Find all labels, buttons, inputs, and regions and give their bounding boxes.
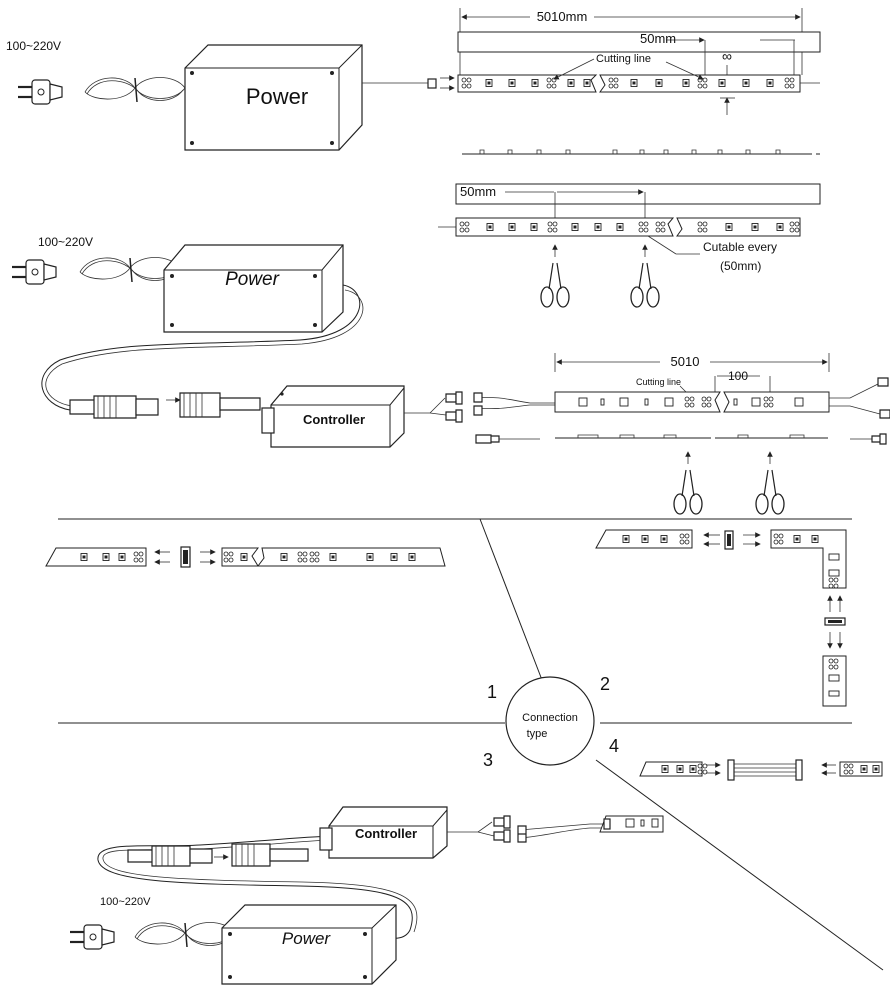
controller-label-2: Controller bbox=[355, 826, 417, 841]
scissors-icon-2 bbox=[631, 245, 659, 307]
led-strip-2 bbox=[438, 217, 801, 237]
voltage-label-1: 100~220V bbox=[6, 39, 61, 53]
cutable-every-label: Cutable every bbox=[703, 240, 777, 254]
quadrant-label-2: 2 bbox=[600, 674, 610, 694]
strip-side-profile-1 bbox=[462, 149, 820, 155]
cutable-interval-label: (50mm) bbox=[720, 259, 761, 273]
segment-dimension-50mm-2: 50mm bbox=[460, 184, 496, 199]
power-label-1: Power bbox=[246, 84, 308, 109]
quadrant-label-3: 3 bbox=[483, 750, 493, 770]
section-connection-types: Connection type 1 2 3 4 bbox=[45, 518, 884, 971]
controller-label-1: Controller bbox=[303, 412, 365, 427]
dc-jack-female-icon bbox=[179, 392, 261, 418]
power-plug-icon bbox=[16, 78, 64, 106]
controller-box-2: Controller bbox=[319, 806, 448, 859]
rgb-led-strip-3 bbox=[473, 377, 890, 419]
scissors-icon-1 bbox=[541, 245, 569, 307]
dc-jack-male-icon-2 bbox=[127, 845, 213, 867]
segment-dimension-100: 100 bbox=[728, 369, 748, 383]
voltage-label-2: 100~220V bbox=[38, 235, 93, 249]
length-dimension-5010mm: 5010mm bbox=[537, 9, 588, 24]
connection-straight-strip bbox=[45, 546, 446, 568]
dc-jack-male-icon bbox=[69, 395, 159, 419]
connection-label-line2: type bbox=[527, 728, 548, 740]
connection-label-line1: Connection bbox=[522, 712, 578, 724]
connection-type-circle: Connection type bbox=[505, 676, 595, 766]
connection-wire-strip bbox=[639, 759, 883, 781]
power-plug-icon-2 bbox=[10, 258, 58, 286]
section-power-controller: 100~220V Power Contr bbox=[10, 235, 890, 514]
connection-corner-strip bbox=[595, 529, 847, 707]
power-label-2: Power bbox=[225, 269, 280, 290]
coiled-cable-icon bbox=[84, 76, 186, 103]
power-supply-box-3: Power bbox=[221, 904, 397, 985]
scissors-icon-3 bbox=[674, 452, 702, 514]
power-supply-box-1: Power bbox=[184, 44, 363, 151]
section-power-strip: 100~220V Power 5010mm 50mm ∞ bbox=[6, 8, 821, 307]
led-strip-1 bbox=[457, 74, 820, 93]
length-dimension-5010: 5010 bbox=[671, 354, 700, 369]
rgb-led-strip-bottom bbox=[599, 815, 664, 833]
quadrant-label-4: 4 bbox=[609, 736, 619, 756]
cutting-line-label-1: Cutting line bbox=[596, 53, 651, 65]
voltage-label-3: 100~220V bbox=[100, 896, 151, 908]
dc-jack-female-icon-2 bbox=[231, 843, 309, 867]
scissors-icon-4 bbox=[756, 452, 784, 514]
segment-dimension-50mm: 50mm bbox=[640, 31, 676, 46]
power-supply-box-2: Power bbox=[163, 244, 344, 333]
power-plug-icon-3 bbox=[68, 923, 116, 951]
power-label-3: Power bbox=[282, 929, 332, 948]
quadrant-label-1: 1 bbox=[487, 682, 497, 702]
infinity-symbol: ∞ bbox=[722, 48, 732, 64]
cutting-line-label-2: Cutting line bbox=[636, 377, 681, 387]
section-power-controller-bottom: Controller 100~220V Power bbox=[68, 806, 664, 985]
strip-side-profile-3 bbox=[475, 433, 887, 445]
coiled-cable-icon-3 bbox=[134, 921, 236, 948]
controller-box-1: Controller bbox=[261, 385, 405, 448]
